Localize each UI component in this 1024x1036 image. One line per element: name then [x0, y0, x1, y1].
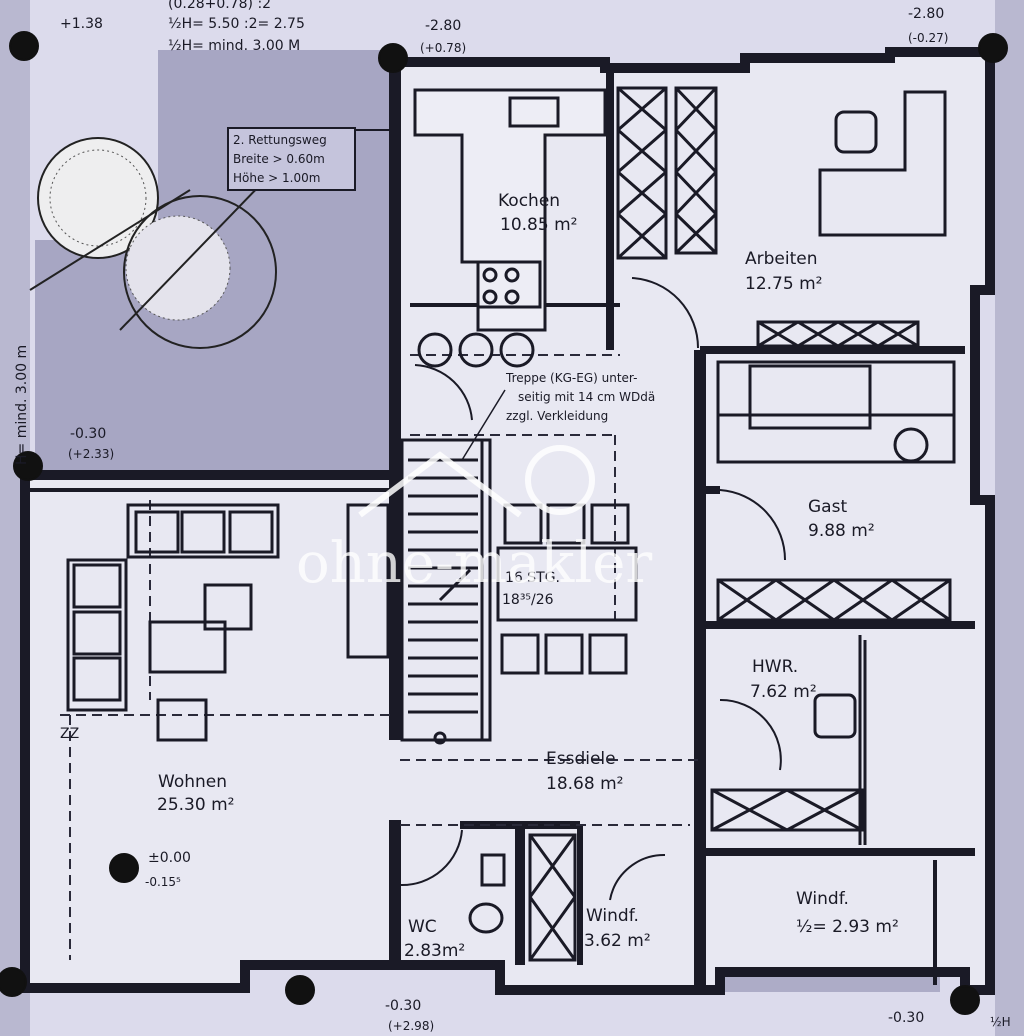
- right-margin: [995, 0, 1024, 1036]
- room-windf-small-name: Windf.: [586, 906, 639, 926]
- level-top-right: -2.80: [908, 6, 944, 22]
- level-left-mid: -0.30: [70, 426, 106, 442]
- level-top-mid-sub: (+0.78): [420, 41, 466, 55]
- room-windf-small-area: 3.62 m²: [584, 931, 651, 951]
- room-essdiele-area: 18.68 m²: [546, 774, 623, 794]
- dashed-lines: [60, 354, 700, 960]
- room-hwr-area: 7.62 m²: [750, 682, 817, 702]
- cabinets: [528, 86, 952, 962]
- escape-route-width: Breite > 0.60m: [233, 152, 325, 166]
- level-top-left: +1.38: [60, 16, 103, 32]
- plant-symbols: [417, 332, 535, 368]
- room-arbeiten-area: 12.75 m²: [745, 274, 822, 294]
- header-note-3: ½H= mind. 3.00 M: [168, 38, 300, 54]
- office-furniture: [818, 90, 947, 237]
- level-markers: [0, 31, 1008, 1015]
- room-kochen-name: Kochen: [498, 191, 560, 211]
- wc-fixtures: [468, 853, 506, 934]
- room-gast-area: 9.88 m²: [808, 521, 875, 541]
- hwr-furniture: [813, 640, 867, 845]
- room-windf-large-name: Windf.: [796, 889, 849, 909]
- room-gast-name: Gast: [808, 497, 847, 517]
- level-left-mid-sub: (+2.33): [68, 447, 114, 461]
- living-furniture: [66, 503, 390, 742]
- room-windf-large-area: ½= 2.93 m²: [796, 917, 899, 937]
- header-note-2: ½H= 5.50 :2= 2.75: [168, 16, 305, 32]
- escape-route-title: 2. Rettungsweg: [233, 133, 327, 147]
- room-arbeiten-name: Arbeiten: [745, 249, 818, 269]
- room-wohnen-name: Wohnen: [158, 772, 227, 792]
- room-hwr-name: HWR.: [752, 657, 798, 677]
- stair-note-1: Treppe (KG-EG) unter-: [505, 371, 637, 385]
- level-bottom-right-tag: ½H: [990, 1015, 1011, 1029]
- level-top-mid: -2.80: [425, 18, 461, 34]
- floor-level-sub: -0.15⁵: [145, 875, 181, 889]
- watermark-logo: [358, 445, 595, 518]
- header-note-1: (0.28+0.78) :2: [168, 0, 271, 12]
- escape-route-height: Höhe > 1.00m: [233, 171, 320, 185]
- dining-table: [496, 503, 638, 675]
- level-bottom-mid-sub: (+2.98): [388, 1019, 434, 1033]
- level-top-right-sub: (-0.27): [908, 31, 948, 45]
- guest-bed: [716, 360, 956, 464]
- level-bottom-right: -0.30: [888, 1010, 924, 1026]
- stair-note-leader: [461, 389, 506, 461]
- room-wohnen-area: 25.30 m²: [157, 795, 234, 815]
- room-wc-name: WC: [408, 917, 437, 937]
- kitchen-counter: [413, 88, 607, 332]
- staircase: [400, 438, 492, 745]
- side-dimension: H= mind. 3.00 m: [14, 345, 30, 465]
- stair-note-2: seitig mit 14 cm WDdä: [518, 390, 655, 404]
- escape-route-box: [227, 127, 356, 191]
- room-essdiele-name: Essdiele: [546, 749, 616, 769]
- zz-label: ZZ: [60, 726, 79, 742]
- watermark-text: ohne-makler: [296, 531, 652, 596]
- room-wc-area: 2.83m²: [404, 941, 465, 961]
- level-bottom-mid: -0.30: [385, 998, 421, 1014]
- tree-symbols: [29, 137, 277, 349]
- stair-note-3: zzgl. Verkleidung: [506, 409, 608, 423]
- door-swings: [399, 277, 787, 901]
- floor-level: ±0.00: [148, 850, 191, 866]
- stair-steps: 16 STG.: [505, 570, 560, 586]
- room-kochen-area: 10.85 m²: [500, 215, 577, 235]
- stair-ratio: 18³⁵/26: [502, 592, 554, 608]
